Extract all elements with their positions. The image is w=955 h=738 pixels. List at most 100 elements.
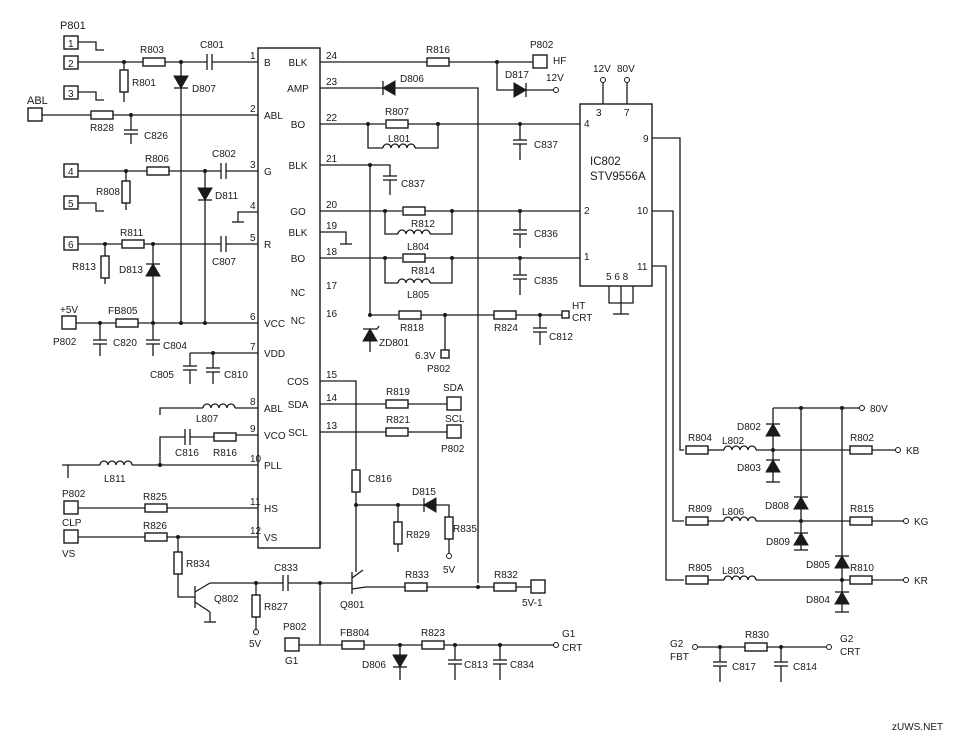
label-d803: D803 [737, 463, 761, 474]
ic801-pin-7-name: VDD [264, 349, 285, 360]
resistor-r826 [144, 532, 168, 542]
label-c837b: C837 [401, 179, 425, 190]
diode-d807 [173, 75, 189, 89]
resistor-r829 [393, 521, 403, 545]
inductor-l807 [202, 403, 236, 409]
resistor-r835 [444, 516, 454, 540]
label-d815: D815 [412, 487, 436, 498]
label-r819: R819 [386, 387, 410, 398]
label-p801: P801 [60, 20, 86, 32]
label-c820: C820 [113, 338, 137, 349]
ferrite-fb805 [115, 318, 139, 328]
resistor-r813 [100, 255, 110, 279]
ic801-pin-1-number: 1 [250, 51, 256, 62]
ic801-pin-20-number: 20 [326, 200, 338, 211]
label-l807: L807 [196, 414, 219, 425]
ic801-pin-16-number: 16 [326, 309, 338, 320]
label-c810: C810 [224, 370, 248, 381]
ic801-pin-24-name: BLK [289, 58, 308, 69]
label-r829: R829 [406, 530, 430, 541]
ic801-pin-10-number: 10 [250, 454, 262, 465]
label-p802-scl: P802 [441, 444, 465, 455]
label-l811: L811 [104, 474, 126, 485]
label-p802-g1: P802 [283, 622, 307, 633]
resistor-r827 [251, 594, 261, 618]
ic801-pin-8-name: ABL [264, 404, 283, 415]
label-c804: C804 [163, 341, 187, 352]
ic802-ref: IC802 [590, 156, 621, 168]
ic801-pin-24-number: 24 [326, 51, 338, 62]
label-crt-ht: CRT [572, 313, 592, 324]
ic801-pin-19-number: 19 [326, 221, 338, 232]
connector-5-num: 5 [68, 199, 74, 210]
label-d811: D811 [215, 191, 239, 202]
label-fb804: FB804 [340, 628, 370, 639]
ic801-right-pins: 24BLK23AMP22BO21BLK20GO19BLK18BO17NC16NC… [287, 51, 337, 439]
connector-plus5v [61, 315, 77, 330]
ic801-pin-13-number: 13 [326, 421, 338, 432]
label-plus5v: +5V [60, 305, 78, 316]
connector-2-num: 2 [68, 59, 74, 70]
ic801-pin-12-name: VS [264, 533, 278, 544]
resistor-r816-top [426, 57, 450, 67]
diode-d806-amp [382, 80, 396, 96]
label-r812: R812 [411, 219, 435, 230]
label-kb: KB [906, 446, 920, 457]
label-r816-left: R816 [213, 448, 237, 459]
resistor-r828 [90, 110, 114, 120]
ic801-pin-16-name: NC [291, 316, 305, 327]
ic801-pin-4-number: 4 [250, 201, 256, 212]
diode-d804 [834, 591, 850, 605]
label-c826: C826 [144, 131, 168, 142]
label-g2-crt-crt: CRT [840, 647, 860, 658]
ic801-pin-14-number: 14 [326, 393, 338, 404]
resistor-r833 [404, 582, 428, 592]
label-l806: L806 [722, 507, 745, 518]
ic801-pin-8-number: 8 [250, 397, 256, 408]
label-r824: R824 [494, 323, 518, 334]
label-r834: R834 [186, 559, 210, 570]
label-r823: R823 [421, 628, 445, 639]
ic801-pin-13-name: SCL [288, 428, 308, 439]
label-l801: L801 [388, 134, 411, 145]
label-g2-fbt-g2: G2 [670, 639, 684, 650]
label-r814: R814 [411, 266, 435, 277]
diode-d811 [197, 187, 213, 201]
label-d817: D817 [505, 70, 529, 81]
label-c812: C812 [549, 332, 573, 343]
connector-scl [446, 424, 462, 439]
resistor-r825 [144, 503, 168, 513]
label-r821: R821 [386, 415, 410, 426]
label-d806-amp: D806 [400, 74, 424, 85]
label-p802-5v: P802 [53, 337, 77, 348]
inductor-l805 [397, 278, 431, 284]
connector-5v-1 [530, 579, 546, 594]
label-c836: C836 [534, 229, 558, 240]
label-c833: C833 [274, 563, 298, 574]
diode-d806-g1 [392, 654, 408, 668]
label-l803: L803 [722, 566, 745, 577]
diode-d805 [834, 555, 850, 569]
ic801-pin-2-name: ABL [264, 111, 283, 122]
label-r813: R813 [72, 262, 96, 273]
label-d807: D807 [192, 84, 216, 95]
label-r815: R815 [850, 504, 874, 515]
ic801-pin-2-number: 2 [250, 104, 256, 115]
label-q802: Q802 [214, 594, 239, 605]
resistor-r818 [398, 310, 422, 320]
ic801-pin-21-number: 21 [326, 154, 338, 165]
label-r818: R818 [400, 323, 424, 334]
resistor-r823 [421, 640, 445, 650]
ic801-pin-14-name: SDA [288, 400, 309, 411]
diode-d802 [765, 423, 781, 437]
ic801-pin-17-number: 17 [326, 281, 338, 292]
ic801-pin-6-name: VCC [264, 319, 285, 330]
label-c835: C835 [534, 276, 558, 287]
ic801-pin-23-name: AMP [287, 84, 309, 95]
label-kg: KG [914, 517, 929, 528]
connector-1-num: 1 [68, 39, 74, 50]
ferrite-fb804 [341, 640, 365, 650]
label-r830: R830 [745, 630, 769, 641]
label-r808: R808 [96, 187, 120, 198]
label-5v-1: 5V-1 [522, 598, 543, 609]
